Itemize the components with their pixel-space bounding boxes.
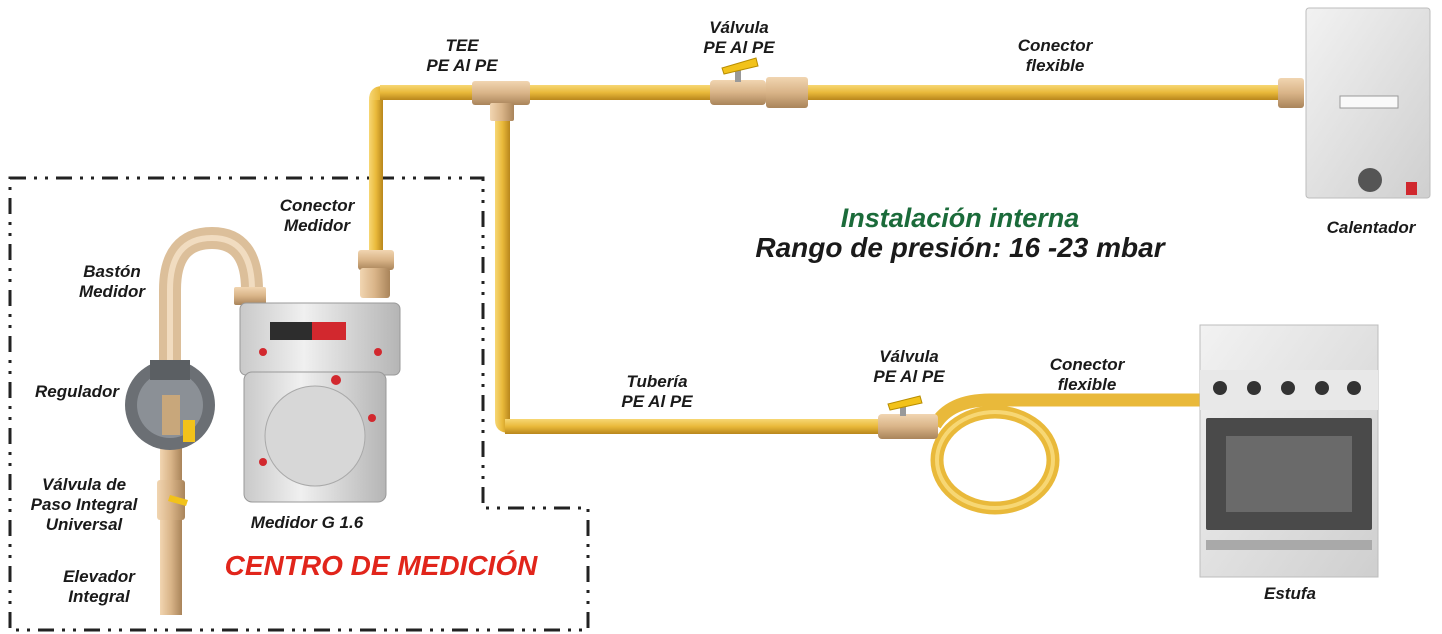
stove-label: Estufa: [1264, 584, 1316, 603]
stove: [1199, 324, 1379, 578]
water-heater: [1305, 7, 1431, 199]
heater-label: Calentador: [1326, 218, 1416, 237]
gas-meter: [234, 250, 401, 503]
valve-bottom: [878, 395, 938, 439]
meter-label: Medidor G 1.6: [250, 513, 364, 532]
valve-top: [710, 57, 808, 108]
installation-title: Instalación interna: [840, 203, 1080, 233]
tee-fitting: [472, 81, 530, 121]
regulator: [125, 360, 215, 450]
pressure-range-subtitle: Rango de presión: 16 -23 mbar: [755, 232, 1165, 263]
measurement-zone-label: CENTRO DE MEDICIÓN: [224, 550, 538, 581]
heater-connector-fitting: [1278, 78, 1304, 108]
measurement-zone-boundary: [8, 176, 590, 632]
regulator-label: Regulador: [34, 382, 120, 401]
integral-shutoff-valve: [157, 480, 188, 520]
gas-pipes: [159, 85, 1280, 615]
